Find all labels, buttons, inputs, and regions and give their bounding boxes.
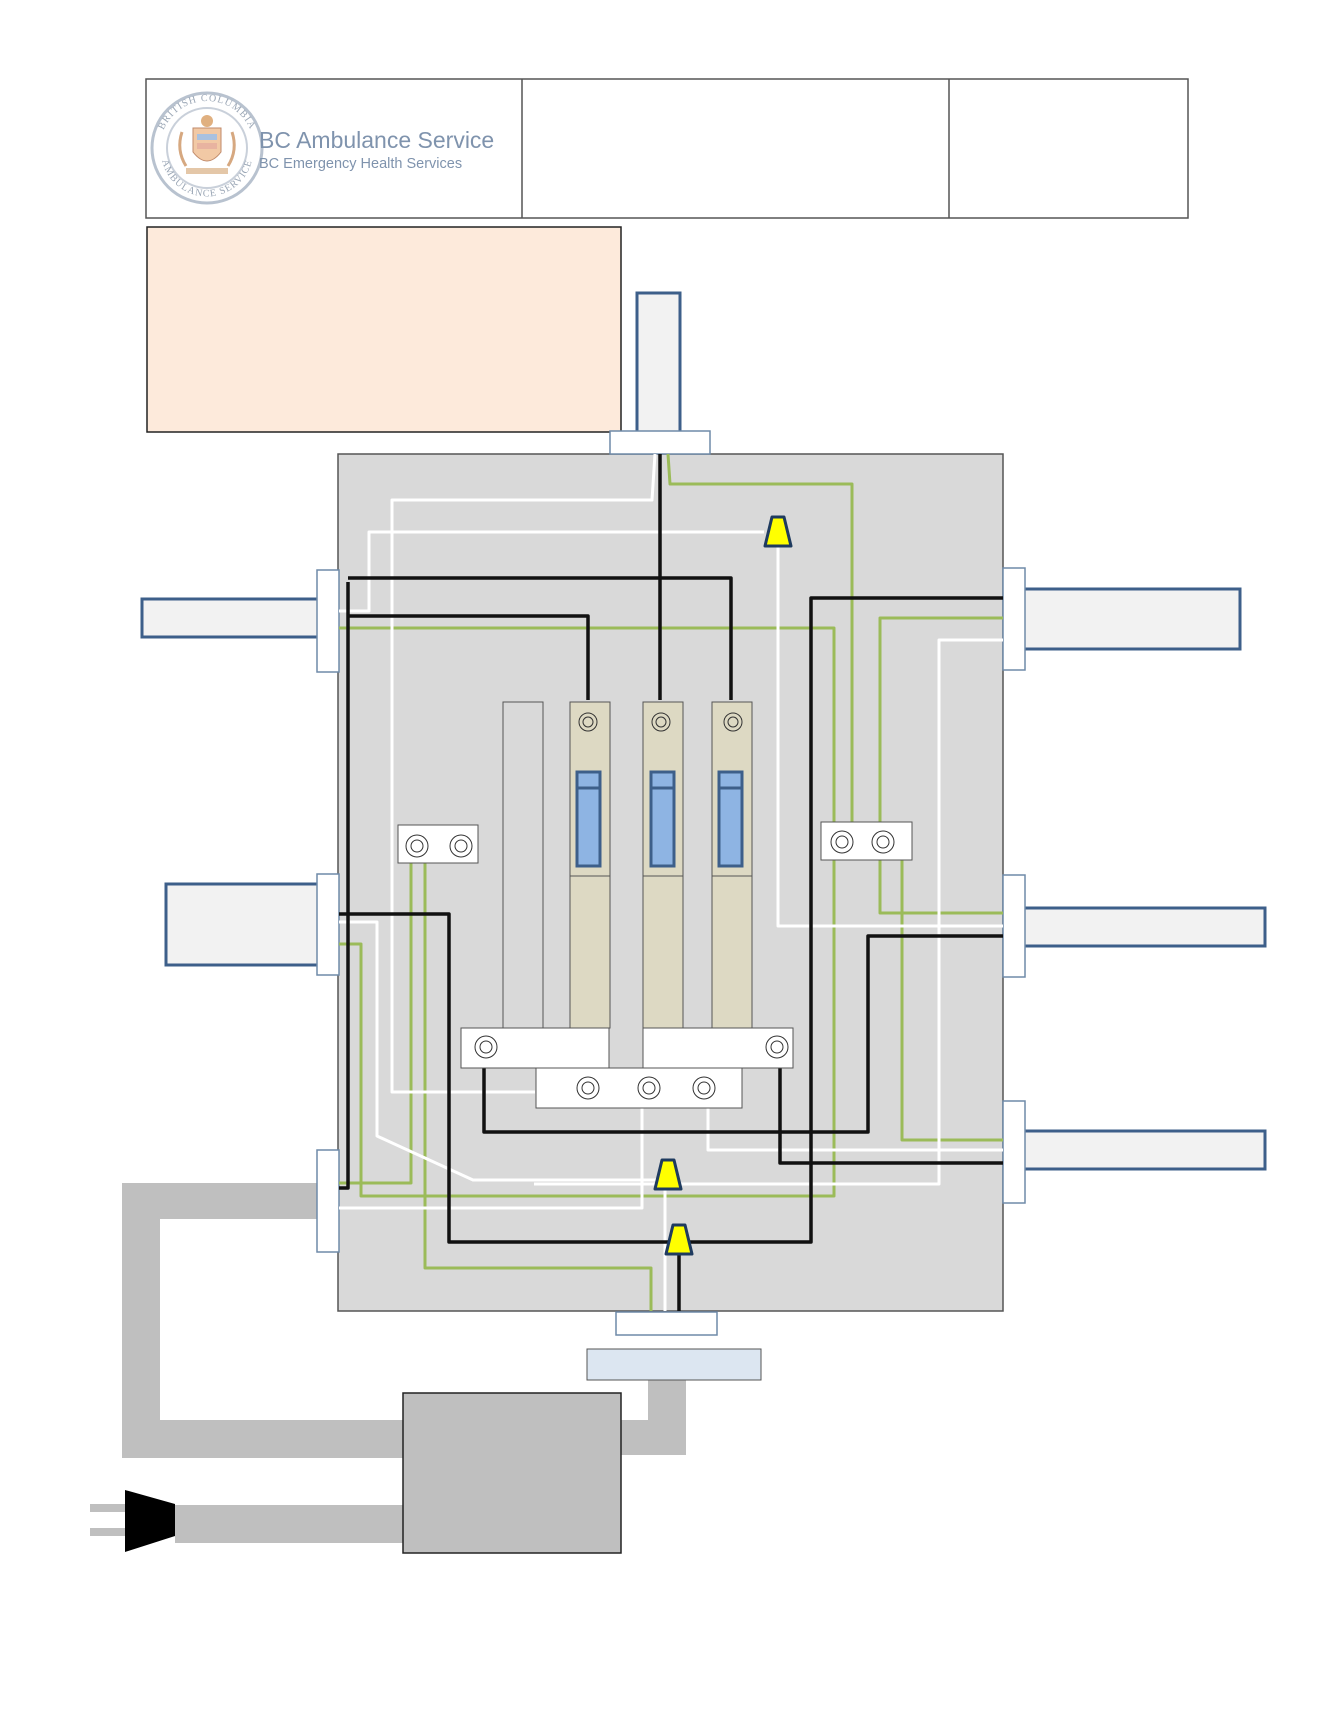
hot-wires: [339, 454, 1003, 1311]
power-cord: [122, 1183, 686, 1543]
conduit-right-upper: [1008, 587, 1242, 651]
conduit-right-lower: [1008, 1129, 1267, 1171]
power-plug-icon: [90, 1490, 175, 1552]
neutral-bar: [535, 1067, 743, 1109]
power-supply-box: [402, 1392, 622, 1554]
cord-strain-relief: [586, 1348, 762, 1381]
neutral-wires: [339, 453, 1003, 1311]
breaker-2[interactable]: [642, 701, 684, 1029]
connector-bottom: [615, 1311, 718, 1336]
yellow-wire-nut-icon: [653, 1158, 683, 1191]
connector-right-lower: [1002, 1100, 1026, 1204]
ground-wires: [339, 453, 1003, 1311]
conduits: [140, 291, 1267, 1171]
breaker-2-handle: [649, 770, 676, 868]
conduit-top: [635, 291, 682, 435]
yellow-wire-nut-icon: [664, 1223, 694, 1256]
connector-right-upper: [1002, 567, 1026, 671]
org-subtitle: BC Emergency Health Services: [259, 156, 462, 172]
connector-left-lower: [316, 1149, 340, 1253]
ground-bar-right: [820, 821, 913, 861]
bus-bar-left: [460, 1027, 610, 1069]
org-name: BC Ambulance Service: [259, 127, 494, 153]
connector-top: [609, 430, 711, 455]
conduit-left-upper: [140, 597, 327, 639]
conduit-left-middle: [164, 882, 328, 967]
bus-bar-right: [642, 1027, 794, 1069]
breaker-3-handle: [717, 770, 744, 868]
conduit-right-middle: [1008, 906, 1267, 948]
bcas-seal-logo: BRITISH COLUMBIA AMBULANCE SERVICE: [150, 91, 264, 205]
connector-left-middle: [316, 873, 340, 976]
yellow-wire-nut-icon: [763, 515, 793, 548]
note-box: [146, 226, 622, 433]
breaker-blank-slot: [502, 701, 544, 1029]
connector-left-upper: [316, 569, 340, 673]
breaker-3[interactable]: [711, 701, 753, 1029]
breaker-1[interactable]: [569, 701, 611, 1029]
header-table: [145, 78, 1189, 219]
ground-bar-left: [397, 824, 479, 864]
connector-right-middle: [1002, 874, 1026, 978]
breaker-1-handle: [575, 770, 602, 868]
